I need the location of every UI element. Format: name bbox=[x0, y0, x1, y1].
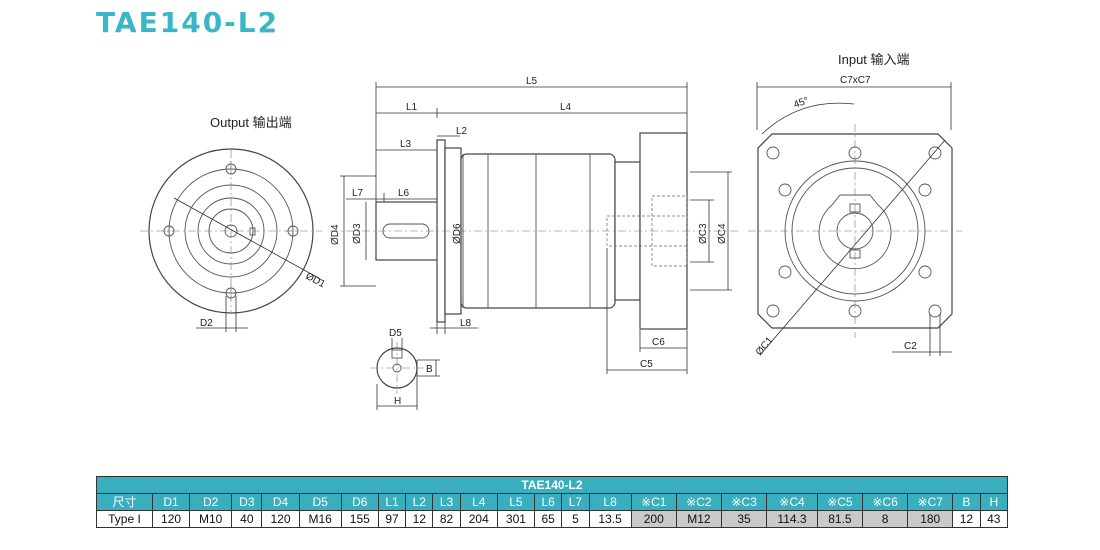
spec-value-cell: 82 bbox=[432, 510, 461, 528]
spec-value-cell: 200 bbox=[630, 510, 677, 528]
dim-d6: ØD6 bbox=[452, 223, 463, 244]
dim-d5: D5 bbox=[389, 328, 402, 339]
spec-header-cell: ※C2 bbox=[675, 493, 722, 511]
side-view: L5 L1 L4 L2 L3 L7 L6 bbox=[330, 76, 740, 374]
dim-l1: L1 bbox=[406, 102, 418, 113]
spec-header-cell: L8 bbox=[588, 493, 632, 511]
dim-c2: C2 bbox=[904, 341, 917, 352]
dim-d2: D2 bbox=[200, 318, 213, 329]
spec-value-cell: 204 bbox=[459, 510, 498, 528]
spec-value-cell: 12 bbox=[952, 510, 981, 528]
spec-header-cell: H bbox=[979, 493, 1009, 511]
input-screw-hole bbox=[918, 265, 932, 279]
input-flange-side bbox=[639, 132, 688, 330]
spec-header-cell: D1 bbox=[151, 493, 191, 511]
spec-header-cell: L3 bbox=[432, 493, 461, 511]
spec-table-title: TAE140-L2 bbox=[96, 476, 1008, 494]
dim-c3: ØC3 bbox=[698, 223, 709, 244]
dim-l2: L2 bbox=[456, 126, 468, 137]
spec-header-cell: L4 bbox=[459, 493, 498, 511]
output-label: Output 输出端 bbox=[210, 115, 292, 130]
page-title: TAE140-L2 bbox=[96, 6, 280, 39]
spec-value-cell: 12 bbox=[405, 510, 434, 528]
spec-header-cell: ※C7 bbox=[907, 493, 954, 511]
input-view: Input 输入端 C7xC7 45° ØC1 C2 bbox=[748, 52, 962, 358]
dim-d1: ØD1 bbox=[304, 271, 328, 291]
spec-value-cell: 180 bbox=[907, 510, 954, 528]
spec-header-cell: L1 bbox=[377, 493, 407, 511]
output-view: Output 输出端 ØD1 D2 bbox=[140, 115, 327, 332]
spec-value-cell: 13.5 bbox=[588, 510, 632, 528]
input-screw-hole bbox=[918, 183, 932, 197]
dim-l4: L4 bbox=[560, 102, 572, 113]
spec-header-cell: D3 bbox=[231, 493, 263, 511]
d1-leader bbox=[173, 197, 323, 281]
dim-b: B bbox=[426, 364, 433, 375]
dim-c5: C5 bbox=[640, 359, 653, 370]
spec-header-cell: B bbox=[952, 493, 981, 511]
dim-angle: 45° bbox=[792, 95, 810, 111]
dim-c7xc7: C7xC7 bbox=[840, 75, 871, 86]
spec-header-cell: ※C6 bbox=[861, 493, 909, 511]
spec-value-cell: 81.5 bbox=[816, 510, 863, 528]
spec-value-cell: Type I bbox=[96, 510, 153, 528]
spec-header-cell: ※C4 bbox=[766, 493, 818, 511]
spec-value-cell: 65 bbox=[534, 510, 563, 528]
input-screw-hole bbox=[778, 265, 792, 279]
spec-value-cell: 40 bbox=[231, 510, 263, 528]
spec-header-cell: L6 bbox=[534, 493, 563, 511]
spec-header-cell: L5 bbox=[496, 493, 536, 511]
spec-value-cell: 120 bbox=[151, 510, 191, 528]
dim-d4: ØD4 bbox=[330, 224, 341, 245]
spec-value-cell: 114.3 bbox=[766, 510, 818, 528]
spec-value-cell: 97 bbox=[377, 510, 407, 528]
spec-value-cell: 120 bbox=[261, 510, 300, 528]
spec-header-cell: D6 bbox=[340, 493, 379, 511]
spec-header-cell: L2 bbox=[405, 493, 434, 511]
dim-c6: C6 bbox=[652, 337, 665, 348]
dim-l5: L5 bbox=[526, 76, 538, 87]
input-clamp-ring bbox=[818, 194, 892, 270]
spec-value-cell: 43 bbox=[979, 510, 1009, 528]
spec-value-cell: 155 bbox=[340, 510, 379, 528]
technical-drawing: Output 输出端 ØD1 D2 L5 L1 L4 bbox=[140, 52, 962, 410]
spec-header-cell: L7 bbox=[561, 493, 590, 511]
dim-l3: L3 bbox=[400, 139, 412, 150]
input-mount-hole bbox=[766, 146, 780, 160]
spec-table-title-row: TAE140-L2 bbox=[96, 476, 1008, 494]
spec-value-cell: 35 bbox=[720, 510, 768, 528]
input-mount-hole bbox=[928, 146, 942, 160]
spec-value-cell: M12 bbox=[675, 510, 722, 528]
dim-c4: ØC4 bbox=[717, 223, 728, 244]
spec-header-cell: ※C1 bbox=[630, 493, 677, 511]
input-mount-hole bbox=[766, 304, 780, 318]
spec-header-cell: ※C3 bbox=[720, 493, 768, 511]
dim-h: H bbox=[394, 396, 401, 407]
output-key bbox=[249, 227, 256, 236]
spec-value-cell: 8 bbox=[861, 510, 909, 528]
dim-l7: L7 bbox=[352, 188, 364, 199]
input-screw-hole bbox=[778, 183, 792, 197]
spec-value-cell: M16 bbox=[298, 510, 342, 528]
dim-d3: ØD3 bbox=[352, 223, 363, 244]
spec-header-cell: ※C5 bbox=[816, 493, 863, 511]
spec-header-cell: D5 bbox=[298, 493, 342, 511]
spec-value-cell: M10 bbox=[189, 510, 233, 528]
input-mount-hole bbox=[928, 304, 942, 318]
spec-header-cell: D4 bbox=[261, 493, 300, 511]
spec-value-cell: 5 bbox=[561, 510, 590, 528]
input-label: Input 输入端 bbox=[838, 52, 910, 67]
key-section-view: D5 H B bbox=[370, 328, 440, 410]
dim-c1: ØC1 bbox=[754, 335, 776, 358]
spec-header-cell: 尺寸 bbox=[96, 493, 153, 511]
spec-value-cell: 301 bbox=[496, 510, 536, 528]
spec-header-cell: D2 bbox=[189, 493, 233, 511]
c1-leader bbox=[759, 139, 946, 356]
dim-l6: L6 bbox=[398, 188, 410, 199]
dim-l8: L8 bbox=[460, 318, 472, 329]
